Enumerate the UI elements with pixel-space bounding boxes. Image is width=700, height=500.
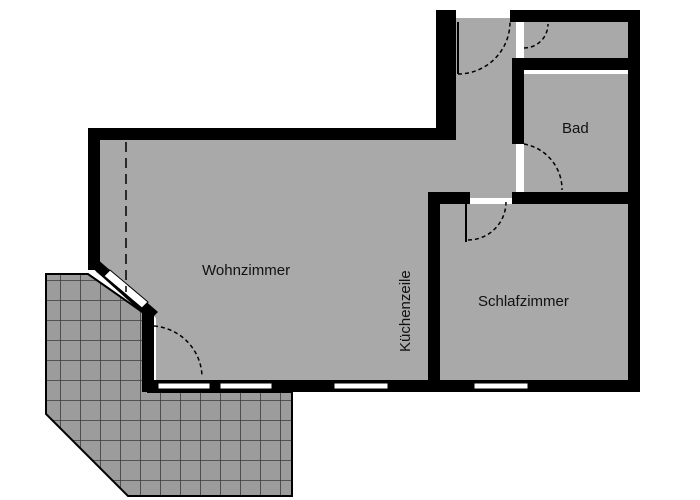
window (333, 382, 389, 390)
terrace-door-arc (153, 325, 203, 377)
bedroom-label: Schlafzimmer (478, 293, 569, 310)
floor-areas (96, 18, 628, 384)
bathroom-floor (524, 74, 628, 192)
kitchenette-label: Küchenzeile (397, 270, 414, 352)
storage-door-arc (523, 23, 549, 49)
bedroom-door-arc (467, 201, 507, 241)
window (157, 382, 211, 390)
window (473, 382, 529, 390)
bathroom-door-arc (523, 143, 563, 191)
window (219, 382, 273, 390)
living-room-floor (96, 18, 516, 384)
living-room-label: Wohnzimmer (202, 262, 290, 279)
door-swings (125, 21, 563, 377)
storage-floor (524, 22, 628, 60)
bathroom-label: Bad (562, 120, 589, 137)
entrance-door-arc (457, 21, 511, 75)
bedroom-floor (440, 204, 628, 382)
